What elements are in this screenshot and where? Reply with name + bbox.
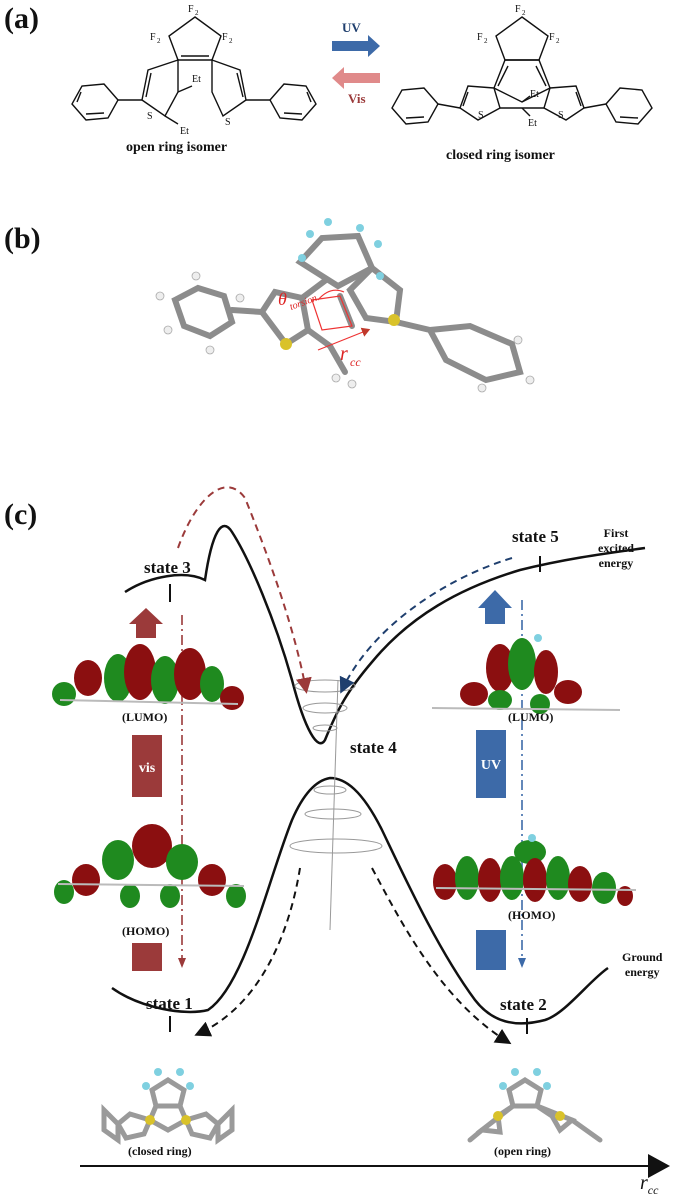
vis-box-label: vis xyxy=(139,761,156,776)
state-3-label: state 3 xyxy=(144,558,191,577)
open-ring-molecule-label: (open ring) xyxy=(494,1144,551,1158)
svg-text:F: F xyxy=(515,4,521,15)
panel-a-label: (a) xyxy=(4,2,39,35)
vis-arrow xyxy=(332,67,380,89)
uv-arrow xyxy=(332,35,380,57)
vis-transition xyxy=(129,608,186,971)
state-4-label: state 4 xyxy=(350,738,397,757)
right-homo-orbital xyxy=(433,834,637,906)
left-lumo-orbital xyxy=(52,644,244,710)
rcc-axis-r: r xyxy=(640,1172,648,1194)
open-ring-caption: open ring isomer xyxy=(126,140,228,155)
rcc-axis-sub: cc xyxy=(647,1183,659,1197)
r-subscript: cc xyxy=(350,355,361,369)
first-excited-energy-label: First excited energy xyxy=(598,526,634,570)
rcc-axis-label: rcc xyxy=(640,1172,658,1198)
svg-text:F: F xyxy=(188,4,194,15)
state-1-label: state 1 xyxy=(146,994,193,1013)
svg-text:Et: Et xyxy=(530,89,539,100)
closed-ring-molecule xyxy=(101,1068,235,1145)
uv-box-label: UV xyxy=(481,758,501,773)
uv-label: UV xyxy=(342,20,361,35)
left-lumo-label: (LUMO) xyxy=(122,710,168,724)
left-homo-label: (HOMO) xyxy=(122,924,170,938)
red-relaxation-arrow xyxy=(177,486,312,694)
vis-label: Vis xyxy=(348,91,366,106)
ground-energy-label: Ground energy xyxy=(622,950,663,979)
svg-text:Et: Et xyxy=(528,118,537,129)
svg-text:S: S xyxy=(558,110,564,121)
svg-text:2: 2 xyxy=(229,37,233,45)
svg-text:2: 2 xyxy=(522,9,526,17)
svg-text:F: F xyxy=(150,32,156,43)
blue-relaxation-arrow xyxy=(339,557,513,694)
theta-symbol: θ xyxy=(278,289,287,309)
r-symbol: r xyxy=(340,343,348,365)
closed-ring-molecule-label: (closed ring) xyxy=(128,1144,192,1158)
svg-text:F: F xyxy=(477,32,483,43)
black-arrow-right xyxy=(371,867,512,1045)
svg-text:Et: Et xyxy=(180,126,189,137)
svg-text:S: S xyxy=(147,111,153,122)
panel-b-label: (b) xyxy=(4,222,41,255)
state-ticks xyxy=(169,556,541,1034)
right-homo-label: (HOMO) xyxy=(508,908,556,922)
state-5-label: state 5 xyxy=(512,527,559,546)
right-lumo-orbital xyxy=(431,634,621,714)
open-ring-structure xyxy=(71,16,317,125)
state-2-label: state 2 xyxy=(500,995,547,1014)
right-lumo-label: (LUMO) xyxy=(508,710,554,724)
molecule-3d-model xyxy=(155,218,535,393)
svg-text:Et: Et xyxy=(192,74,201,85)
excited-state-curve xyxy=(124,524,646,745)
svg-text:2: 2 xyxy=(195,9,199,17)
conical-intersection xyxy=(289,679,383,931)
left-homo-orbital xyxy=(54,824,246,908)
svg-text:2: 2 xyxy=(157,37,161,45)
svg-text:2: 2 xyxy=(556,37,560,45)
torsion-annotation xyxy=(311,289,371,351)
panel-c-label: (c) xyxy=(4,498,38,531)
svg-text:F: F xyxy=(222,32,228,43)
svg-text:F: F xyxy=(549,32,555,43)
svg-text:S: S xyxy=(225,117,231,128)
svg-text:2: 2 xyxy=(484,37,488,45)
closed-ring-structure xyxy=(391,16,653,125)
open-ring-molecule xyxy=(467,1068,603,1143)
svg-text:S: S xyxy=(478,110,484,121)
black-arrow-left xyxy=(194,867,301,1037)
closed-ring-caption: closed ring isomer xyxy=(446,148,555,163)
